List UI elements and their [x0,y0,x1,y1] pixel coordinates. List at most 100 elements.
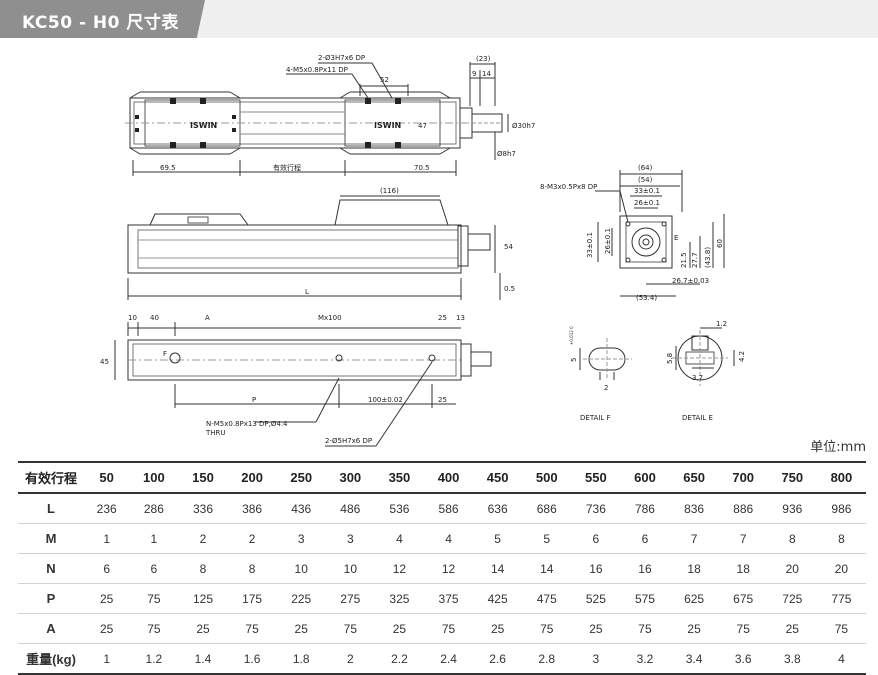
end-dim-21-5: 21.5 [680,252,688,268]
table-cell: 75 [325,613,375,644]
dim-10: 10 [128,314,137,322]
table-cell: 25 [571,613,621,644]
end-dim-33-left: 33±0.1 [586,232,594,258]
table-cell: 18 [669,553,719,584]
table-cell: 7 [718,523,768,554]
table-header-cell: 250 [276,461,326,494]
title-tab [0,0,205,38]
table-cell: 3.4 [669,643,719,675]
table-cell: 8 [227,553,277,584]
end-dim-54: (54) [638,176,653,184]
table-cell: 236 [84,493,130,524]
table-cell: 2.8 [522,643,572,675]
table-cell: 1.8 [276,643,326,675]
table-cell: 3 [276,523,326,554]
table-cell: 20 [816,553,866,584]
table-cell: 6 [620,523,670,554]
table-cell: 6 [571,523,621,554]
table-header-cell: 500 [522,461,572,494]
callout-pins: 2-Ø5H7x6 DP [325,437,372,445]
end-dim-64: (64) [638,164,653,172]
detail-e-dim-3-7: 3.7 [692,374,703,382]
end-dim-26-left: 26±0.1 [604,228,612,254]
detail-f-tol: +0.012 0 [569,326,574,345]
table-cell: 536 [374,493,424,524]
dim-52: 52 [380,76,389,84]
table-cell: 20 [767,553,817,584]
table-cell: 2.2 [374,643,424,675]
table-header-cell: 150 [178,461,228,494]
end-dim-43-8: (43.8) [704,247,712,268]
table-cell: 725 [767,583,817,614]
dim-23: (23) [476,55,491,63]
table-cell: 75 [129,613,179,644]
detail-e-dim-5-8: 5.8 [666,353,674,364]
table-cell: 4 [374,523,424,554]
table-cell: 75 [227,613,277,644]
table-cell: 275 [325,583,375,614]
table-cell: 2.6 [473,643,523,675]
table-header-cell: 100 [129,461,179,494]
table-cell: 7 [669,523,719,554]
table-cell: 6 [84,553,130,584]
dim-70-5: 70.5 [414,164,430,172]
table-cell: 4 [423,523,474,554]
table-header-cell: 400 [423,461,474,494]
spec-table-body: 有效行程 50 100 150 200 250 300 350 400 450 … [18,461,866,675]
table-cell: 836 [669,493,719,524]
table-row-label: M [18,523,84,554]
dim-13: 13 [456,314,465,322]
table-header-cell: 550 [571,461,621,494]
side-view [127,195,501,300]
end-dim-27-7: 27.7 [691,252,699,268]
bottom-view [114,322,492,447]
table-cell: 12 [374,553,424,584]
table-cell: 16 [571,553,621,584]
dim-P: P [252,396,256,404]
detail-e-label: DETAIL E [682,414,713,422]
table-cell: 25 [276,613,326,644]
table-cell: 18 [718,553,768,584]
table-header-cell: 450 [473,461,523,494]
table-cell: 10 [325,553,375,584]
table-header-cell: 700 [718,461,768,494]
callout-thru: THRU [205,429,226,437]
table-cell: 5 [473,523,523,554]
table-cell: 5 [522,523,572,554]
table-row-label: L [18,493,84,524]
table-cell: 8 [767,523,817,554]
dim-25-top: 25 [438,314,447,322]
table-cell: 3 [571,643,621,675]
dim-116: (116) [380,187,399,195]
table-cell: 3.6 [718,643,768,675]
dim-d8h7: Ø8h7 [497,150,516,158]
table-cell: 686 [522,493,572,524]
table-cell: 25 [473,613,523,644]
table-cell: 2 [325,643,375,675]
dim-54: 54 [504,243,513,251]
table-cell: 586 [423,493,474,524]
table-cell: 175 [227,583,277,614]
table-cell: 625 [669,583,719,614]
table-header-cell: 650 [669,461,719,494]
table-cell: 1.4 [178,643,228,675]
end-dim-60: 60 [716,239,724,248]
table-cell: 775 [816,583,866,614]
table-cell: 225 [276,583,326,614]
detail-e [672,327,735,386]
table-cell: 75 [423,613,474,644]
table-cell: 1 [84,523,130,554]
dim-9: 9 [472,70,476,78]
dim-0-5: 0.5 [504,285,515,293]
table-cell: 375 [423,583,474,614]
table-row-label: N [18,553,84,584]
dim-25-bottom: 25 [438,396,447,404]
table-cell: 1 [129,523,179,554]
table-header-cell: 200 [227,461,277,494]
table-cell: 1.6 [227,643,277,675]
end-dim-26-top: 26±0.1 [634,199,660,207]
table-header-cell: 350 [374,461,424,494]
